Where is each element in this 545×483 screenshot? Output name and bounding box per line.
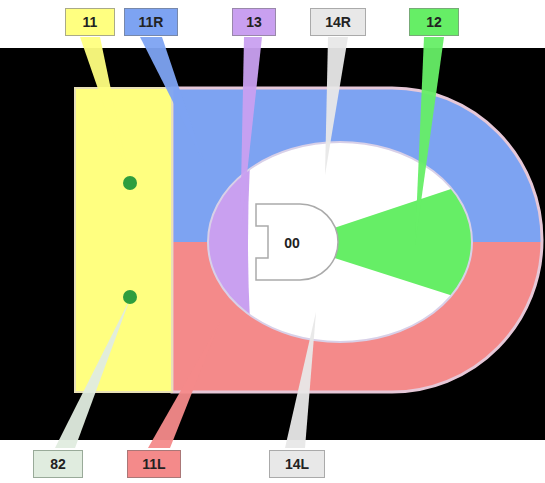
center-label: 00 xyxy=(275,232,309,254)
inner-white-region xyxy=(248,130,480,354)
callout-box: 14R xyxy=(310,8,366,36)
leader-line xyxy=(285,312,316,448)
callout-box: 11R xyxy=(124,8,178,36)
leader-line xyxy=(80,37,130,181)
callout-box: 13 xyxy=(232,8,276,36)
callout-box: 14L xyxy=(269,450,325,478)
leader-line xyxy=(325,37,348,175)
leader-line xyxy=(55,299,130,448)
leader-line xyxy=(240,37,262,238)
callout-number: 14R xyxy=(325,15,351,29)
marker-dot xyxy=(123,290,137,304)
callout-box: 11L xyxy=(127,450,181,478)
callout-box: 11 xyxy=(65,8,115,36)
front-region xyxy=(75,88,172,392)
callout-number: 11R xyxy=(139,15,164,29)
leader-line xyxy=(140,37,205,165)
callout-number: 11L xyxy=(142,457,165,471)
callout-number: 11 xyxy=(83,15,98,29)
callout-box: 12 xyxy=(409,8,459,36)
leader-line xyxy=(148,322,220,448)
marker-dot xyxy=(123,176,137,190)
leader-line xyxy=(415,37,444,245)
callout-number: 13 xyxy=(246,15,262,29)
callout-number: 82 xyxy=(50,457,66,471)
callout-number: 12 xyxy=(426,15,442,29)
region-outline xyxy=(172,88,542,392)
callout-box: 82 xyxy=(33,450,83,478)
region-number: 00 xyxy=(284,236,300,250)
center-notch xyxy=(256,204,338,280)
green-wedge xyxy=(322,182,480,302)
callout-number: 14L xyxy=(285,457,309,471)
